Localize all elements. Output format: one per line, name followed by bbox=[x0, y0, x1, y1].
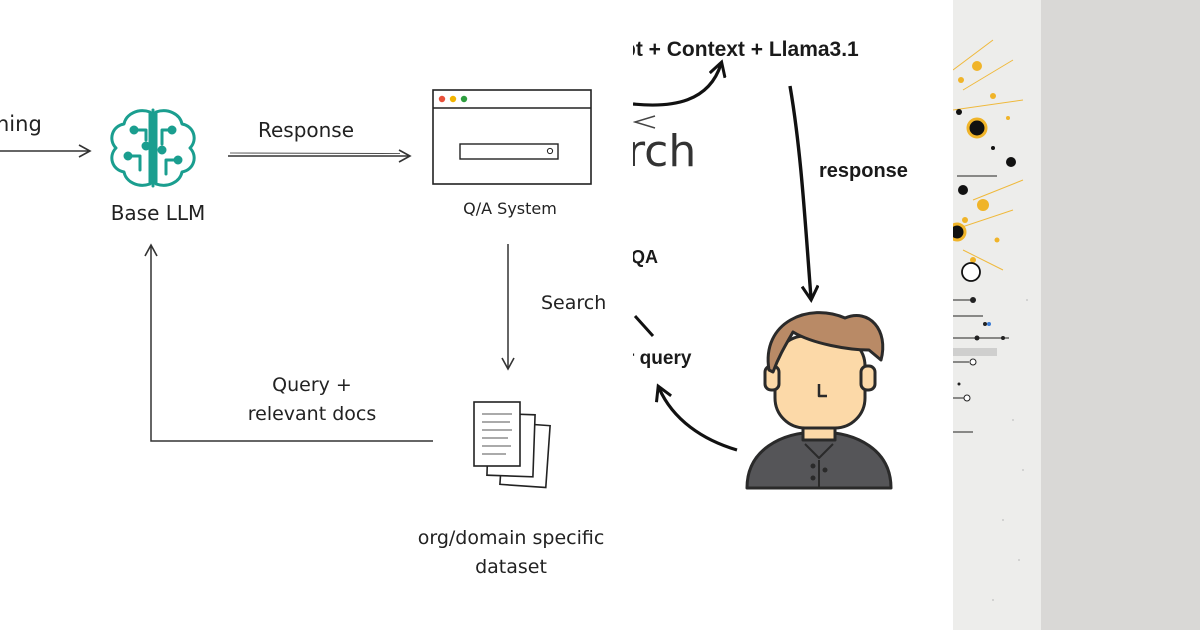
context-arrow bbox=[633, 64, 721, 107]
abstract-dots-art bbox=[953, 39, 1028, 601]
response-label-right: response bbox=[819, 160, 908, 182]
search-label: Search bbox=[541, 292, 606, 314]
qa-fragment-label: QA bbox=[633, 247, 658, 267]
prompt-context-label: pt + Context + Llama3.1 bbox=[633, 38, 859, 61]
response-label: Response bbox=[258, 118, 354, 142]
query-docs-label-line2: relevant docs bbox=[248, 403, 377, 425]
query-arrow bbox=[144, 243, 433, 442]
dataset-label-line1: org/domain specific bbox=[418, 527, 605, 549]
left-arrow-fragment bbox=[633, 115, 656, 129]
dataset-label-line2: dataset bbox=[475, 556, 547, 578]
response-down-arrow bbox=[788, 85, 811, 298]
rag-diagram-panel: ning Base LLM Response Q/A System Search bbox=[0, 89, 607, 578]
user-query-arrow bbox=[659, 388, 738, 452]
query-arrow-fragment bbox=[633, 314, 655, 338]
browser-window-icon bbox=[432, 89, 592, 185]
brain-circuit-icon bbox=[110, 108, 196, 188]
llama-flow-svg: pt + Context + Llama3.1 rch response QA … bbox=[633, 38, 908, 490]
base-llm-label: Base LLM bbox=[111, 201, 206, 225]
training-label: ning bbox=[0, 112, 42, 136]
search-fragment-label: rch bbox=[633, 126, 696, 177]
abstract-art-panel bbox=[953, 0, 1041, 630]
user-query-fragment-label: r query bbox=[633, 348, 692, 369]
rag-diagram-svg: ning Base LLM Response Q/A System Search bbox=[0, 89, 606, 578]
person-icon bbox=[745, 311, 893, 490]
documents-icon bbox=[473, 401, 551, 489]
llama-flow-panel: pt + Context + Llama3.1 rch response QA … bbox=[633, 0, 953, 630]
qa-system-label: Q/A System bbox=[463, 199, 557, 218]
query-docs-label-line1: Query + bbox=[272, 374, 352, 396]
grey-background-panel bbox=[1041, 0, 1200, 630]
